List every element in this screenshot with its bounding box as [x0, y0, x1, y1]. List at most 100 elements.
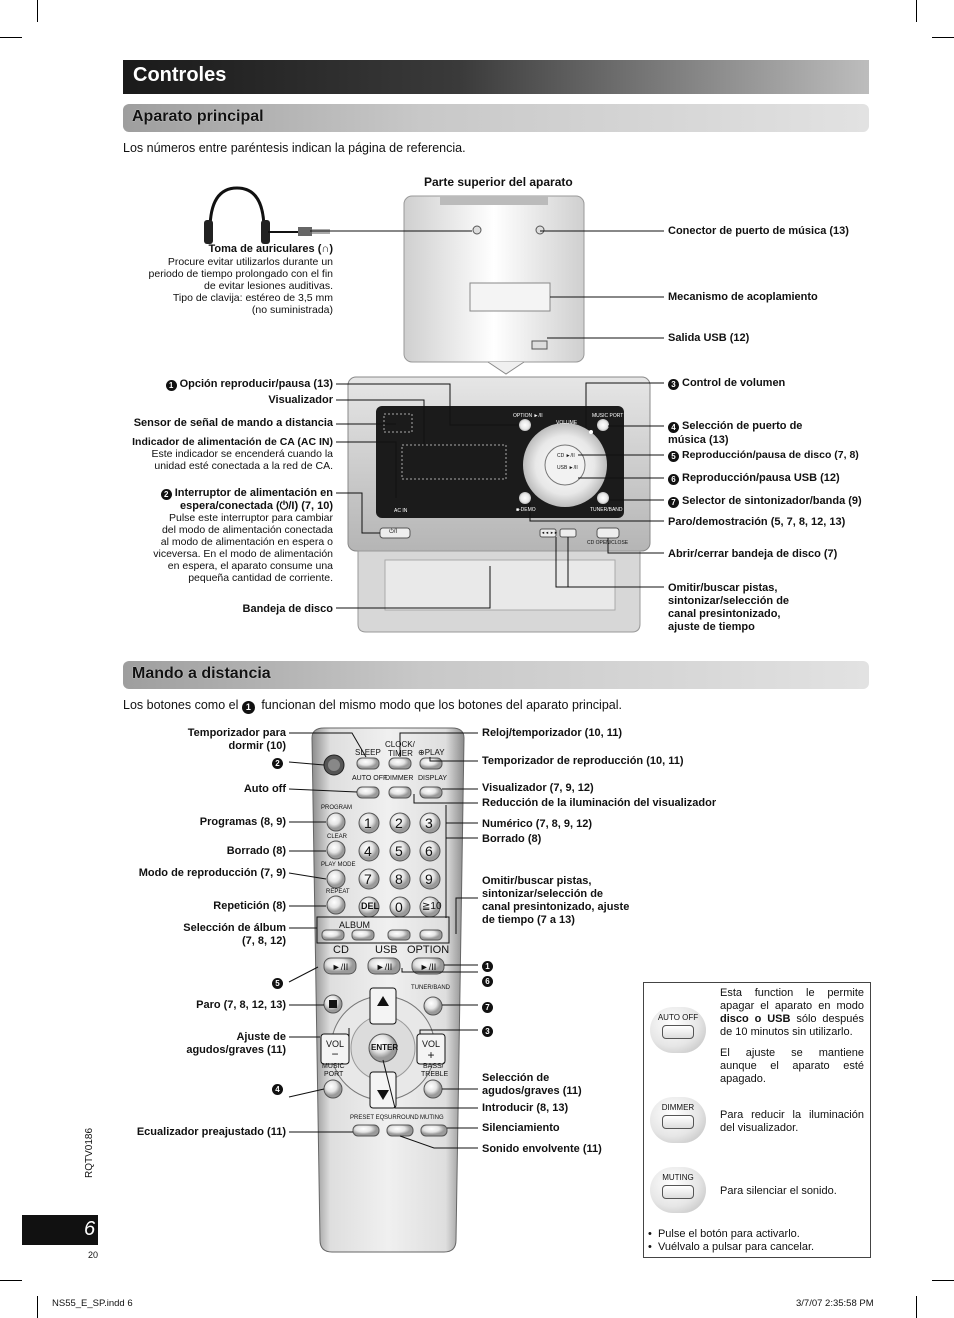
- page-title-banner: Controles: [123, 60, 869, 94]
- key-display: DISPLAY: [418, 775, 448, 782]
- auto-off-description: Esta function le permite apagar el apara…: [720, 987, 864, 1038]
- dimmer-description: Para reducir la iluminación del visualiz…: [720, 1109, 864, 1134]
- device-volume-label: VOLUME: [556, 420, 578, 426]
- key-digit-0: 0: [395, 899, 403, 915]
- crop-mark: [916, 0, 917, 22]
- label-stop-demo: Paro/demostración (5, 7, 8, 12, 13): [668, 516, 846, 528]
- label-disc-tray: Bandeja de disco: [242, 603, 333, 615]
- crop-mark: [932, 37, 954, 38]
- key-digit-4: 4: [364, 843, 372, 859]
- key-play-mode: PLAY MODE: [321, 862, 356, 868]
- svg-text:+: +: [427, 1048, 434, 1062]
- auto-off-note: El ajuste se mantiene aunque el aparato …: [720, 1047, 864, 1085]
- callout-3-remote: 3: [482, 1024, 496, 1037]
- ac-in-description: Este indicador se encenderá cuando la un…: [151, 448, 333, 472]
- key-option: OPTION: [407, 944, 450, 956]
- label-display: Visualizador: [268, 394, 333, 406]
- bullet-list: • Pulse el botón para activarlo. • Vuélv…: [648, 1228, 815, 1253]
- device-cd-label: CD ►/II: [557, 453, 575, 459]
- page-title: Controles: [133, 64, 227, 86]
- svg-text:►/II: ►/II: [420, 962, 436, 972]
- crop-mark: [932, 1280, 954, 1281]
- device-stop-label: ■-DEMO: [516, 507, 536, 513]
- key-digit-7: 7: [364, 871, 372, 887]
- key-enter: ENTER: [371, 1043, 399, 1052]
- callout-1-remote: 1: [482, 959, 496, 972]
- label-program: Programas (8, 9): [199, 816, 286, 828]
- page-code: RQTV0186: [84, 1127, 95, 1178]
- key-digit-1: 1: [364, 815, 372, 831]
- key-surround: SURROUND: [384, 1115, 419, 1121]
- device-skip-buttons: ◄◄ ►►: [541, 530, 558, 535]
- crop-mark: [0, 37, 22, 38]
- top-heading: Parte superior del aparato: [424, 175, 573, 189]
- label-skip: Omitir/buscar pistas, sintonizar/selecci…: [668, 582, 790, 633]
- crop-mark: [0, 1280, 22, 1281]
- key-digit-3: 3: [425, 815, 433, 831]
- key-muting: MUTING: [420, 1115, 444, 1121]
- section-title: Mando a distancia: [132, 665, 271, 682]
- key-digit-9: 9: [425, 871, 433, 887]
- label-docking: Mecanismo de acoplamiento: [668, 291, 818, 303]
- key-timer: TIMER: [388, 749, 413, 758]
- crop-mark: [916, 1296, 917, 1318]
- crop-mark: [37, 1296, 38, 1318]
- label-skip-remote: Omitir/buscar pistas, sintonizar/selecci…: [482, 875, 630, 926]
- key-digit-8: 8: [395, 871, 403, 887]
- device-music-port-label: MUSIC PORT: [592, 413, 624, 419]
- label-dimmer: Reducción de la iluminación del visualiz…: [482, 797, 717, 809]
- callout-4-remote: 4: [260, 1082, 286, 1095]
- headphone-description: Procure evitar utilizarlos durante un pe…: [148, 256, 333, 316]
- label-enter: Introducir (8, 13): [482, 1102, 569, 1114]
- svg-text:−: −: [331, 1047, 338, 1061]
- svg-text:►/II: ►/II: [376, 962, 392, 972]
- muting-key-illustration: MUTING: [650, 1167, 706, 1213]
- section-header-main-unit: Aparato principal: [123, 104, 869, 132]
- label-repeat: Repetición (8): [213, 900, 286, 912]
- key-bass: BASS/: [423, 1063, 444, 1070]
- headphone-title: Toma de auriculares (∩): [208, 243, 334, 255]
- key-dimmer: DIMMER: [385, 775, 414, 782]
- key-usb: USB: [375, 944, 398, 956]
- device-power-label: ⏻/I: [389, 529, 398, 535]
- muting-description: Para silenciar el sonido.: [720, 1185, 837, 1197]
- label-usb-out: Salida USB (12): [668, 332, 750, 344]
- page-number-tab: 6: [22, 1215, 98, 1245]
- label-clock: Reloj/temporizador (10, 11): [482, 727, 622, 739]
- svg-text:►/II: ►/II: [332, 962, 348, 972]
- remote-intro: Los botones como el 1 funcionan del mism…: [123, 698, 622, 714]
- callout-7-remote: 7: [482, 1000, 496, 1013]
- key-auto-off: AUTO OFF: [352, 775, 388, 782]
- key-play: ⊕PLAY: [418, 748, 445, 757]
- label-auto-off: Auto off: [243, 783, 286, 795]
- callout-6-remote: 6: [482, 974, 496, 987]
- label-preset-eq: Ecualizador preajustado (11): [136, 1126, 286, 1138]
- label-surround: Sonido envolvente (11): [482, 1143, 602, 1155]
- key-program: PROGRAM: [321, 805, 353, 811]
- page-number: 6: [84, 1218, 96, 1240]
- label-music-port-connector: Conector de puerto de música (13): [668, 225, 849, 237]
- label-play-timer: Temporizador de reproducción (10, 11): [482, 755, 684, 767]
- key-music: MUSIC: [322, 1063, 345, 1070]
- label-album: Selección de álbum(7, 8, 12): [183, 922, 286, 947]
- key-cd: CD: [333, 944, 349, 956]
- power-description: Pulse este interruptor para cambiar del …: [153, 512, 333, 584]
- label-sensor: Sensor de señal de mando a distancia: [133, 417, 333, 429]
- device-option-label: OPTION ►/II: [513, 413, 543, 419]
- device-tuner-label: TUNER/BAND: [590, 507, 623, 513]
- key-clock: CLOCK/: [385, 740, 415, 749]
- key-port: PORT: [324, 1071, 344, 1078]
- key-vol-minus: VOL: [326, 1039, 345, 1049]
- key-treble: TREBLE: [421, 1071, 449, 1078]
- key-digit-6: 6: [425, 843, 433, 859]
- callout-2-remote: 2: [260, 756, 286, 769]
- label-delete: Borrado (8): [482, 833, 542, 845]
- label-numeric: Numérico (7, 8, 9, 12): [482, 818, 593, 830]
